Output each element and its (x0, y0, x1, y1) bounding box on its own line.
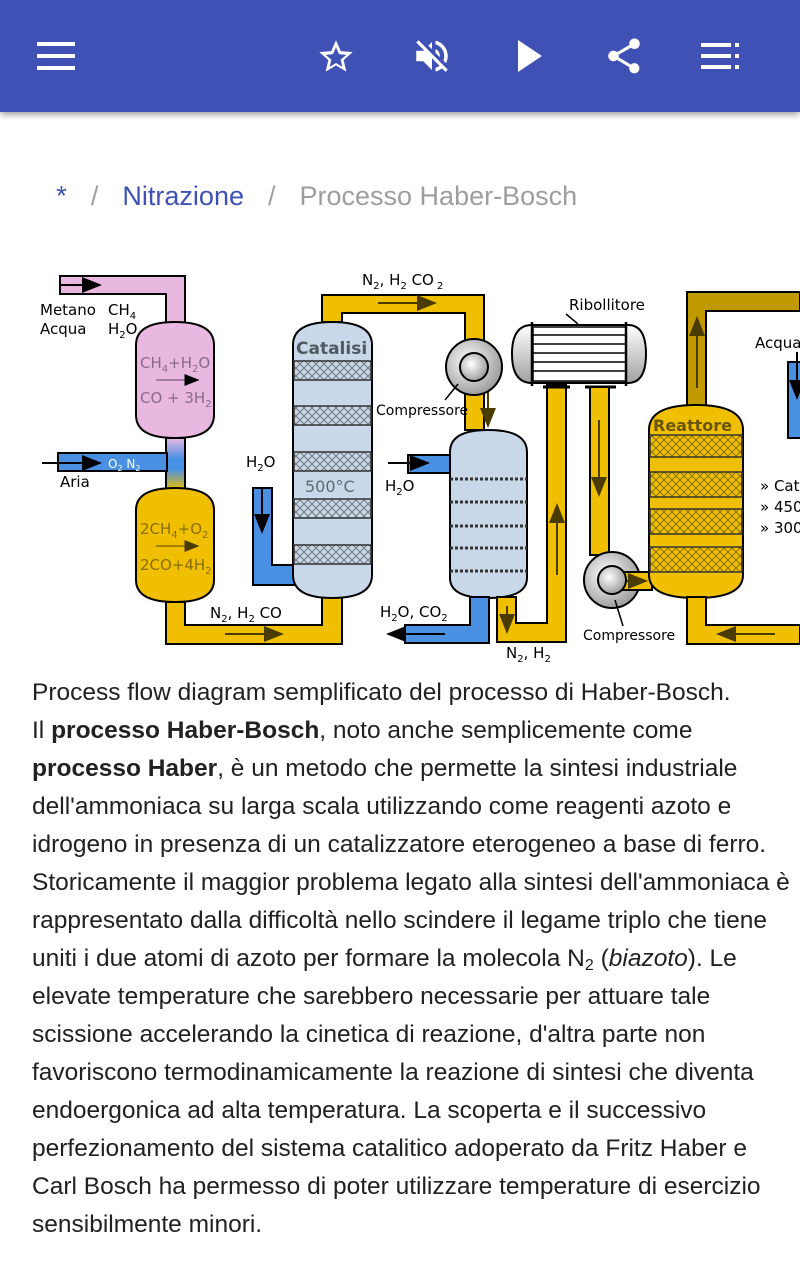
favorite-button[interactable] (308, 28, 364, 84)
breadcrumb-current: Processo Haber-Bosch (299, 180, 578, 211)
water-pipe-3 (787, 352, 800, 439)
play-button[interactable] (502, 28, 558, 84)
reaction1-reactants: CH4+H2O (140, 354, 210, 375)
share-button[interactable] (596, 28, 652, 84)
label-compressor-2: Compressore (583, 628, 675, 644)
reactor: Reattore (648, 403, 744, 600)
svg-text:O2 N2: O2 N2 (108, 457, 140, 473)
breadcrumb-parent-link[interactable]: Nitrazione (122, 180, 244, 211)
label-compressor-1: Compressore (376, 403, 468, 419)
svg-text:2CH4+O2: 2CH4+O2 (140, 520, 208, 541)
label-waste-stream: H2O, CO2 (380, 603, 448, 624)
connector-pipe (165, 437, 186, 491)
share-icon (608, 38, 640, 74)
label-syngas: N2, H2 CO (210, 604, 282, 625)
catalysis-column: Catalisi 500°C (292, 320, 373, 600)
app-bar (0, 0, 800, 112)
catalysis-title: Catalisi (296, 339, 367, 359)
top-pipe (321, 294, 496, 431)
label-water-in-1: H2O (246, 453, 275, 474)
absorber-column (449, 428, 528, 600)
term-haber: processo Haber (32, 755, 218, 782)
term-haber-bosch: processo Haber-Bosch (51, 717, 320, 744)
reactor-note-2: » 450 (760, 498, 800, 516)
menu-icon (37, 42, 75, 70)
label-water-in-3: Acqua (755, 334, 800, 352)
reactor-note-3: » 300 (760, 519, 800, 537)
water-pipe-1 (252, 487, 296, 586)
label-n2h2-stream: N2, H2 (506, 644, 551, 665)
mute-button[interactable] (404, 28, 460, 84)
article-paragraph: Il processo Haber-Bosch, noto anche semp… (32, 717, 790, 1238)
term-biazoto: biazoto (608, 945, 688, 972)
waste-pipe (386, 596, 490, 644)
label-top-stream: N2, H2 CO 2 (362, 271, 443, 292)
play-icon (518, 40, 542, 72)
reactor-note-1: » Cat (760, 477, 800, 495)
reactor-bottom-pipe (686, 596, 800, 645)
breadcrumb-separator: / (267, 180, 276, 211)
reaction1-products: CO + 3H2 (140, 389, 212, 410)
article-text: Process flow diagram semplificato del pr… (32, 674, 792, 1244)
air-pipe: O2 N2 (42, 452, 168, 473)
breadcrumb: * / Nitrazione / Processo Haber-Bosch (56, 180, 577, 212)
n2h2-pipe (496, 384, 567, 643)
breadcrumb-home[interactable]: * (56, 180, 67, 211)
partial-oxidation-vessel: 2CH4+O2 2CO+4H2 (135, 486, 215, 604)
star-outline-icon (319, 40, 353, 72)
label-water-in-2: H2O (385, 477, 414, 498)
reactor-title: Reattore (653, 416, 732, 435)
volume-off-icon (416, 40, 448, 72)
label-reboiler: Ribollitore (569, 296, 645, 314)
water-pipe-2 (388, 454, 451, 474)
steam-reformer-vessel: CH4+H2O CO + 3H2 (135, 320, 215, 440)
playlist-icon (701, 43, 739, 69)
catalysis-temperature: 500°C (305, 477, 355, 496)
label-air: Aria (60, 473, 90, 491)
breadcrumb-separator: / (90, 180, 99, 211)
compressor-2 (583, 551, 653, 627)
reboiler (510, 313, 648, 556)
svg-text:2CO+4H2: 2CO+4H2 (140, 556, 212, 577)
menu-button[interactable] (28, 28, 84, 84)
compressor-1 (444, 338, 503, 401)
figure-caption: Process flow diagram semplificato del pr… (32, 679, 731, 706)
playlist-button[interactable] (692, 28, 748, 84)
